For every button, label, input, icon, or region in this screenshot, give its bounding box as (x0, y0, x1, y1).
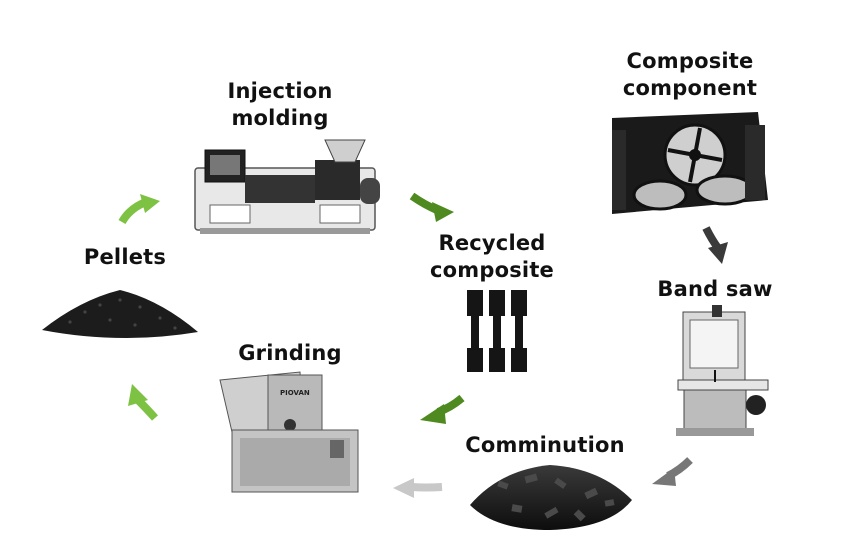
band-saw-image (676, 305, 769, 436)
injection-molding-line2: molding (231, 106, 329, 131)
injection-molding-line1: Injection (227, 79, 333, 103)
pellets-image (42, 290, 198, 339)
injection-molding-label: Injection molding (205, 78, 355, 133)
comminution-label: Comminution (465, 433, 625, 457)
recycled-composite-label: Recycled composite (412, 230, 572, 285)
grinding-label: Grinding (238, 341, 342, 365)
arrow-comminution-to-grinding (393, 478, 443, 498)
injection-molding-machine-image (194, 139, 380, 234)
arrow-bandsaw-to-comminution (652, 457, 693, 486)
grinder-image: PIOVAN (219, 371, 359, 493)
arrow-grinding-to-pellets (128, 384, 158, 421)
arrow-component-to-bandsaw (702, 226, 728, 264)
composite-component-line2: component (622, 76, 758, 101)
composite-component-line1: Composite (626, 49, 754, 73)
comminution-chips-image (470, 465, 632, 530)
tensile-specimens-image (467, 290, 527, 372)
grinder-brand-label: PIOVAN (280, 389, 310, 397)
recycled-composite-line1: Recycled (438, 231, 546, 255)
arrow-recycled-to-grinding (420, 394, 465, 424)
arrow-injection-to-recycled (409, 192, 454, 222)
pellets-label: Pellets (83, 245, 167, 269)
recycled-composite-line2: composite (430, 258, 554, 283)
band-saw-label: Band saw (657, 277, 773, 301)
composite-component-label: Composite component (600, 48, 780, 103)
composite-component-image (612, 112, 768, 214)
arrow-pellets-to-injection (118, 194, 160, 225)
